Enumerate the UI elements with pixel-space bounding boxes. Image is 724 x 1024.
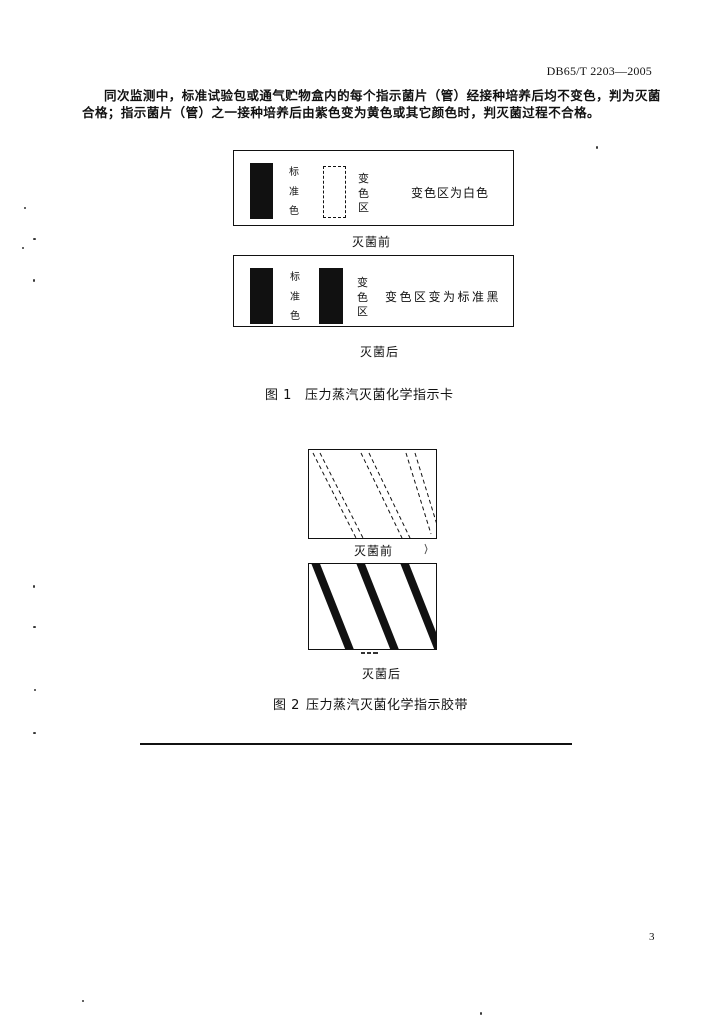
page-number: 3 <box>649 931 655 943</box>
end-rule <box>140 743 572 745</box>
solid-stripe-3 <box>400 564 436 649</box>
tape-after-stripes <box>311 564 436 649</box>
standard-color-swatch <box>250 268 273 324</box>
scan-speck <box>596 146 598 149</box>
scan-mark <box>361 652 378 654</box>
scan-speck <box>24 207 26 209</box>
figure-2-after-caption: 灭菌后 <box>362 667 402 681</box>
scan-speck <box>33 732 36 734</box>
dashed-stripe-2a <box>360 452 403 538</box>
document-code: DB65/T 2203—2005 <box>546 64 652 78</box>
scan-speck <box>33 585 35 588</box>
change-zone-swatch-blank <box>323 166 346 218</box>
dashed-stripe-1a <box>312 452 357 538</box>
scan-speck <box>22 247 24 249</box>
standard-color-label: 标准色 <box>290 272 300 322</box>
change-zone-label: 变色区 <box>358 172 369 214</box>
scan-speck <box>34 689 36 691</box>
solid-stripe-2 <box>356 564 399 649</box>
figure-1-before-caption: 灭菌前 <box>352 235 392 249</box>
scan-speck <box>33 238 36 240</box>
standard-color-label: 标准色 <box>289 167 299 217</box>
indicator-card-before: 标准色 变色区 变色区为白色 <box>233 150 514 226</box>
scan-speck <box>33 279 35 282</box>
change-zone-swatch-black <box>319 268 343 324</box>
standard-color-swatch <box>250 163 273 219</box>
figure-2-title: 压力蒸汽灭菌化学指示胶带 <box>306 698 469 713</box>
dashed-stripe-2b <box>368 452 411 538</box>
scan-speck <box>33 626 36 628</box>
figure-1-title: 压力蒸汽灭菌化学指示卡 <box>305 388 454 403</box>
change-zone-note: 变色区变为标准黑 <box>385 290 502 304</box>
indicator-tape-before <box>308 449 437 539</box>
figure-2-before-caption: 灭菌前 <box>354 544 394 558</box>
tape-before-stripes <box>312 452 436 538</box>
dashed-stripe-3b <box>414 452 436 524</box>
figure-2-number: 图 2 <box>273 698 300 713</box>
change-zone-note: 变色区为白色 <box>411 186 490 200</box>
scan-speck <box>480 1012 482 1015</box>
paragraph-line-2: 合格；指示菌片（管）之一接种培养后由紫色变为黄色或其它颜色时，判灭菌过程不合格。 <box>82 105 601 120</box>
dashed-stripe-1b <box>319 452 364 538</box>
indicator-tape-after <box>308 563 437 650</box>
paragraph-line-1: 同次监测中，标准试验包或通气贮物盒内的每个指示菌片（管）经接种培养后均不变色，判… <box>104 88 661 103</box>
dashed-stripe-3a <box>405 452 432 535</box>
scan-speck <box>82 1000 84 1002</box>
figure-1-number: 图 1 <box>265 388 292 403</box>
change-zone-label: 变色区 <box>357 276 368 318</box>
figure-1-after-caption: 灭菌后 <box>360 345 400 359</box>
solid-stripe-1 <box>311 564 354 649</box>
scan-mark <box>424 543 428 555</box>
indicator-card-after: 标准色 变色区 变色区变为标准黑 <box>233 255 514 327</box>
